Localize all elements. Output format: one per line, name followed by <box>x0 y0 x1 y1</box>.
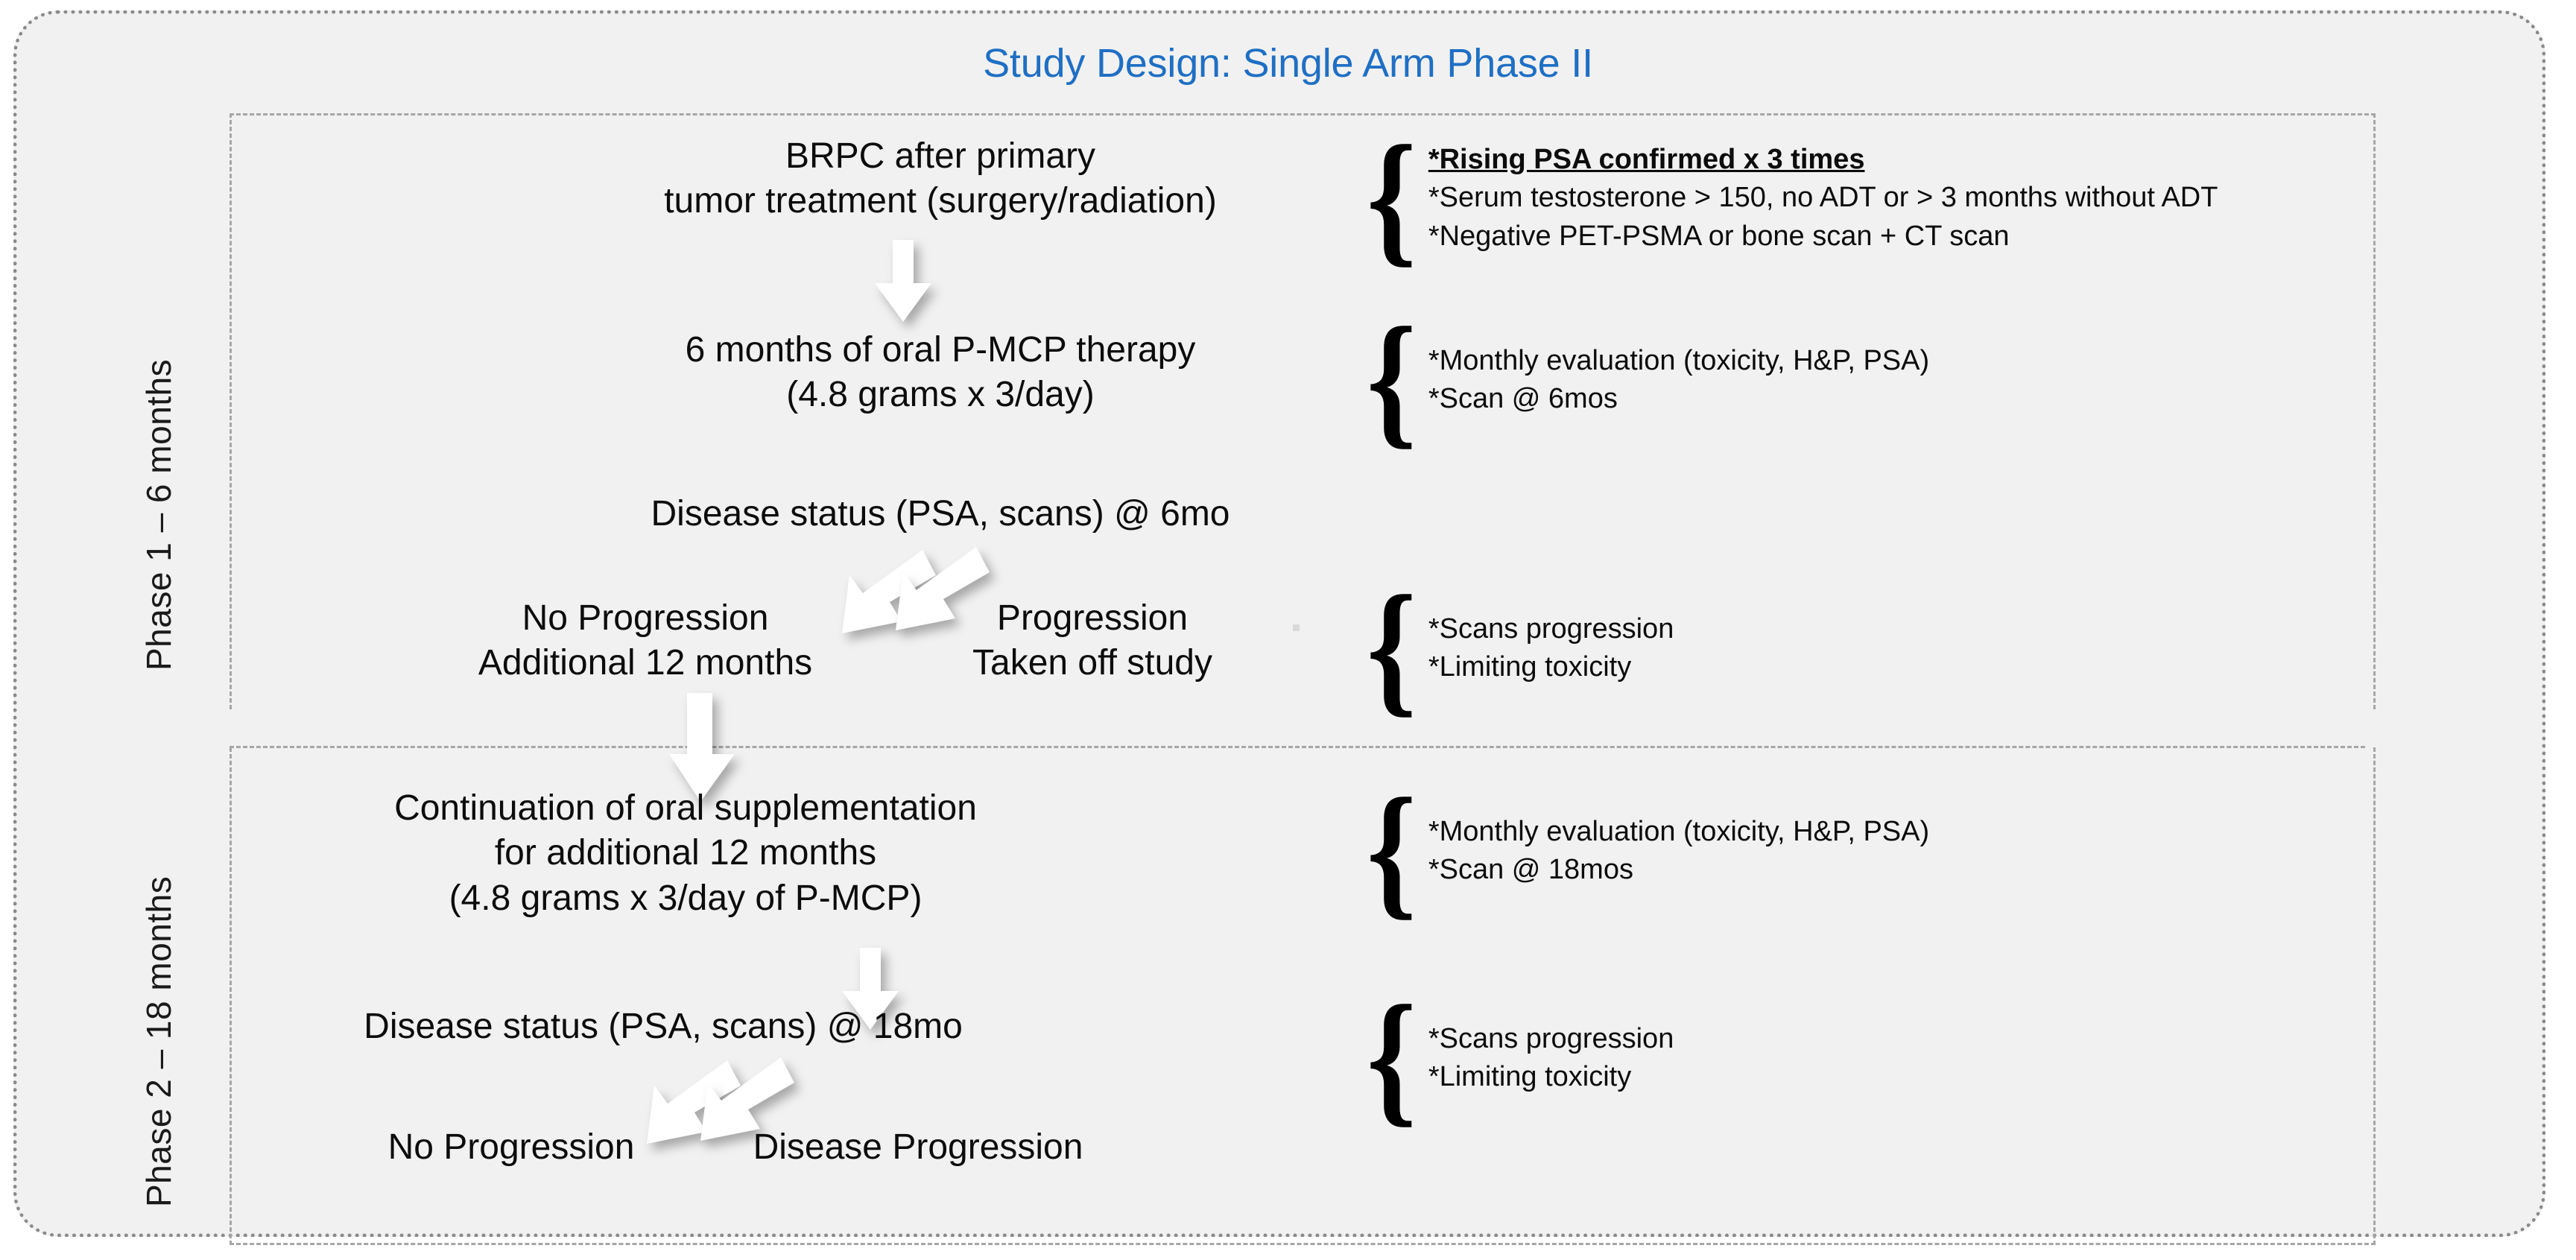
branch-1-right-line-2: Taken off study <box>972 643 1212 683</box>
flow-branch-2-left: No Progression <box>388 1125 635 1170</box>
flow-step-4-line-1: Continuation of oral supplementation <box>394 788 977 828</box>
flow-step-2: 6 months of oral P-MCP therapy (4.8 gram… <box>686 328 1196 418</box>
annotation-eligibility: { *Rising PSA confirmed x 3 times *Serum… <box>1362 115 2218 280</box>
phase-2-label: Phase 2 – 18 months <box>139 876 178 1207</box>
brace-glyph-icon: { <box>1366 768 1417 933</box>
arrow-branch-down-right-1 <box>863 542 990 654</box>
annotation-eligibility-line-2: *Serum testosterone > 150, no ADT or > 3… <box>1428 182 2218 214</box>
annotation-progression-p1-line-2: *Limiting toxicity <box>1428 651 1632 683</box>
diagram-outer-frame <box>13 10 2545 1237</box>
decorative-dot <box>1293 624 1300 631</box>
flow-step-2-line-1: 6 months of oral P-MCP therapy <box>685 330 1196 370</box>
flow-branch-1-left: No Progression Additional 12 months <box>478 596 812 686</box>
phase-divider-line <box>230 746 2365 748</box>
branch-2-right-text: Disease Progression <box>753 1127 1083 1167</box>
brace-glyph-icon: { <box>1366 975 1417 1140</box>
annotation-monitoring-p2-line-1: *Monthly evaluation (toxicity, H&P, PSA) <box>1428 815 1930 847</box>
flow-step-4-line-3: (4.8 grams x 3/day of P-MCP) <box>449 878 923 918</box>
brace-glyph-icon: { <box>1366 115 1417 280</box>
arrow-branch-down-left-1 <box>811 544 937 656</box>
annotation-monitoring-p1-line-2: *Scan @ 6mos <box>1428 383 1618 414</box>
flow-branch-2-right: Disease Progression <box>753 1125 1083 1170</box>
annotation-monitoring-p2-line-2: *Scan @ 18mos <box>1428 854 1633 885</box>
annotation-monitoring-p1-lines: *Monthly evaluation (toxicity, H&P, PSA)… <box>1428 342 1929 419</box>
annotation-monitoring-phase-1: { *Monthly evaluation (toxicity, H&P, PS… <box>1362 297 1929 462</box>
annotation-progression-phase-2: { *Scans progression *Limiting toxicity <box>1362 975 1674 1140</box>
flow-step-1: BRPC after primary tumor treatment (surg… <box>664 134 1217 224</box>
arrow-down-2 <box>833 948 908 1031</box>
annotation-progression-p2-line-1: *Scans progression <box>1428 1022 1674 1054</box>
phase-1-label: Phase 1 – 6 months <box>139 358 178 671</box>
arrow-down-phase-transition <box>663 693 745 805</box>
flow-step-2-line-2: (4.8 grams x 3/day) <box>786 375 1095 415</box>
arrow-branch-down-left-2 <box>615 1054 742 1166</box>
flow-step-4-line-2: for additional 12 months <box>494 833 877 873</box>
branch-2-left-text: No Progression <box>387 1127 635 1167</box>
annotation-monitoring-p2-lines: *Monthly evaluation (toxicity, H&P, PSA)… <box>1428 813 1929 890</box>
brace-glyph-icon: { <box>1366 566 1417 730</box>
annotation-monitoring-p1-line-1: *Monthly evaluation (toxicity, H&P, PSA) <box>1428 344 1930 376</box>
annotation-progression-p2-lines: *Scans progression *Limiting toxicity <box>1428 1020 1674 1097</box>
arrow-branch-down-right-2 <box>668 1053 794 1165</box>
annotation-progression-p1-lines: *Scans progression *Limiting toxicity <box>1428 610 1674 687</box>
annotation-monitoring-phase-2: { *Monthly evaluation (toxicity, H&P, PS… <box>1362 768 1929 933</box>
annotation-eligibility-line-3: *Negative PET-PSMA or bone scan + CT sca… <box>1428 220 2010 252</box>
phase-1-group-box <box>230 113 2376 709</box>
flow-step-3-text: Disease status (PSA, scans) @ 6mo <box>651 494 1230 534</box>
brace-glyph-icon: { <box>1366 297 1417 462</box>
page-title: Study Design: Single Arm Phase II <box>983 41 1593 86</box>
annotation-eligibility-lines: *Rising PSA confirmed x 3 times *Serum t… <box>1428 141 2218 256</box>
flow-step-5: Disease status (PSA, scans) @ 18mo <box>364 1004 963 1049</box>
flow-step-4: Continuation of oral supplementation for… <box>394 786 977 921</box>
flow-step-1-line-2: tumor treatment (surgery/radiation) <box>664 181 1217 221</box>
branch-1-left-line-2: Additional 12 months <box>478 643 813 683</box>
flow-step-1-line-1: BRPC after primary <box>785 136 1096 176</box>
phase-2-group-box <box>230 747 2376 1245</box>
annotation-progression-p1-line-1: *Scans progression <box>1428 612 1674 645</box>
flow-step-5-text: Disease status (PSA, scans) @ 18mo <box>364 1007 963 1046</box>
annotation-progression-phase-1: { *Scans progression *Limiting toxicity <box>1362 566 1674 730</box>
branch-1-left-line-1: No Progression <box>522 598 769 638</box>
annotation-eligibility-line-1: *Rising PSA confirmed x 3 times <box>1428 144 1865 176</box>
branch-1-right-line-1: Progression <box>996 598 1189 638</box>
flow-branch-1-right: Progression Taken off study <box>972 596 1212 686</box>
flow-step-3: Disease status (PSA, scans) @ 6mo <box>651 492 1230 536</box>
arrow-down-1 <box>866 240 940 323</box>
annotation-progression-p2-line-2: *Limiting toxicity <box>1428 1061 1632 1092</box>
